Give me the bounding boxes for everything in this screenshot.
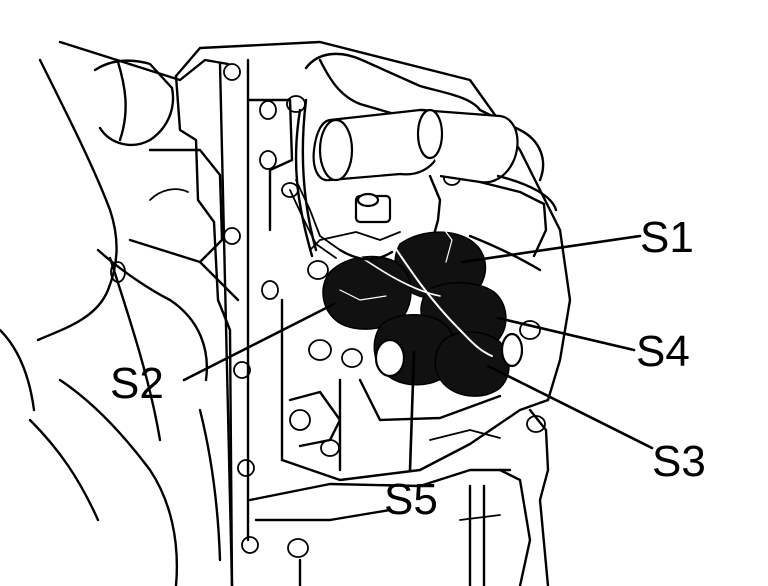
label-s5: S5 bbox=[384, 475, 438, 524]
valve-body-plate bbox=[174, 40, 572, 586]
transmission-case bbox=[0, 40, 240, 586]
leader-line-s3 bbox=[486, 364, 654, 450]
leader-line-s1 bbox=[460, 234, 642, 264]
leader-line-s5 bbox=[408, 350, 416, 472]
label-s1: S1 bbox=[640, 213, 694, 262]
leader-line-s4 bbox=[496, 316, 636, 352]
label-s2: S2 bbox=[110, 359, 164, 408]
solenoid-s3 bbox=[434, 331, 524, 397]
solenoid-wires bbox=[338, 234, 542, 357]
leader-line-s2 bbox=[182, 302, 336, 382]
label-s4: S4 bbox=[636, 327, 690, 376]
upper-solenoid-assembly bbox=[289, 52, 558, 259]
label-s3: S3 bbox=[652, 437, 706, 486]
